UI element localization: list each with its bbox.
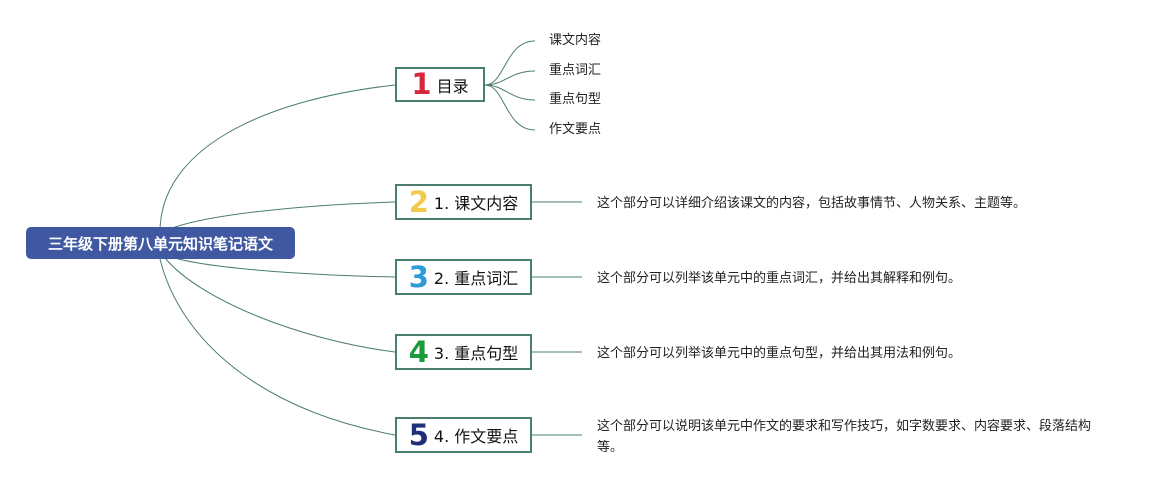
- toc-item-writing[interactable]: 作文要点: [549, 122, 602, 137]
- branch-text-content-label: 1. 课文内容: [433, 194, 519, 213]
- branch-sentences[interactable]: 4 3. 重点句型: [395, 334, 532, 370]
- toc-item-sentences[interactable]: 重点句型: [549, 92, 602, 107]
- number-4-badge: 4: [408, 334, 429, 369]
- connector-root-writing: [159, 258, 396, 436]
- number-3-badge: 3: [408, 259, 429, 294]
- text-content-description: 这个部分可以详细介绍该课文的内容，包括故事情节、人物关系、主题等。: [597, 196, 1027, 211]
- toc-item-vocabulary[interactable]: 重点词汇: [549, 63, 602, 78]
- branch-toc-label: 目录: [436, 76, 469, 96]
- connector-toc-item-2: [484, 70, 536, 86]
- connector-root-text-content: [164, 201, 396, 232]
- branch-toc[interactable]: 1 目录: [395, 67, 485, 102]
- sentences-description: 这个部分可以列举该单元中的重点句型，并给出其用法和例句。: [597, 346, 962, 361]
- branch-sentences-label: 3. 重点句型: [433, 344, 519, 363]
- branch-vocabulary-label: 2. 重点词汇: [433, 269, 519, 288]
- number-1-badge: 1: [411, 67, 432, 101]
- number-5-badge: 5: [408, 417, 429, 452]
- branch-writing-label: 4. 作文要点: [433, 427, 519, 446]
- toc-item-text-content[interactable]: 课文内容: [549, 33, 602, 48]
- number-2-badge: 2: [408, 184, 429, 219]
- writing-description: 这个部分可以说明该单元中作文的要求和写作技巧，如字数要求、内容要求、段落结构等。: [597, 419, 1092, 455]
- branch-vocabulary[interactable]: 3 2. 重点词汇: [395, 259, 532, 295]
- connector-toc-item-1: [484, 40, 536, 86]
- branch-writing[interactable]: 5 4. 作文要点: [395, 417, 532, 453]
- connector-toc-item-4: [484, 84, 536, 131]
- connector-root-sentences: [164, 257, 396, 353]
- vocabulary-description: 这个部分可以列举该单元中的重点词汇，并给出其解释和例句。: [597, 271, 962, 286]
- root-topic[interactable]: 三年级下册第八单元知识笔记语文: [26, 227, 295, 259]
- branch-text-content[interactable]: 2 1. 课文内容: [395, 184, 532, 220]
- connector-root-toc: [159, 84, 396, 233]
- connector-root-vocabulary: [164, 254, 396, 278]
